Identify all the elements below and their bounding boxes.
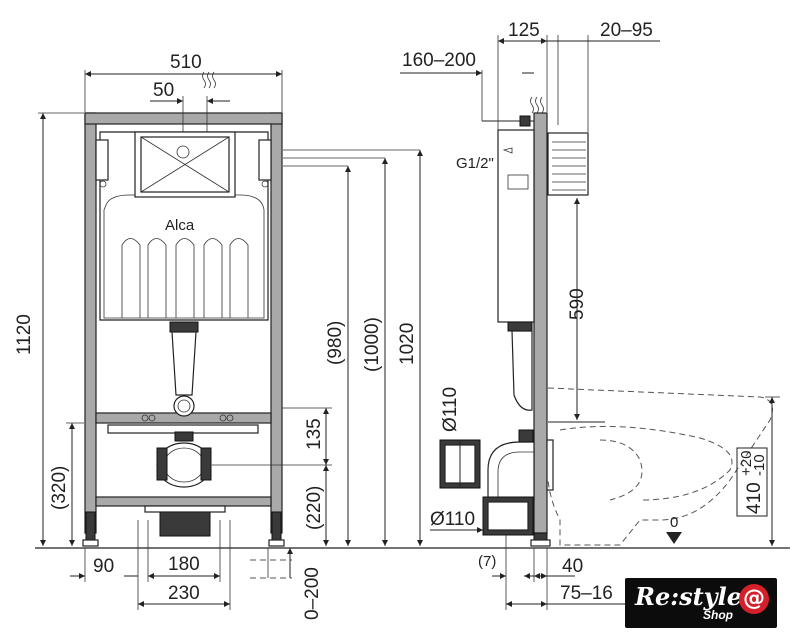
dim-dia-lower: Ø110: [430, 509, 475, 530]
dim-980: (980): [325, 321, 346, 365]
dim-125: 125: [508, 20, 540, 41]
dim-230: 230: [168, 583, 200, 604]
dim-7: (7): [478, 553, 496, 570]
dim-510: 510: [170, 52, 202, 73]
dim-410-tol-plus: +20: [738, 451, 755, 476]
pipe-ring: [173, 395, 195, 417]
left-foot: [82, 539, 99, 547]
dim-90: 90: [93, 556, 114, 577]
left-bracket: [95, 139, 109, 181]
dim-180: 180: [168, 554, 200, 575]
frame-bottom-bar: [95, 496, 272, 507]
frame-right-post: [270, 112, 283, 534]
front-view: Alca 510: [14, 52, 423, 620]
logo-subtext: Shop: [703, 608, 733, 622]
dim-410: 410: [744, 482, 765, 514]
side-view: G1/2" 125 20–95 160–200 590 Ø110: [400, 20, 780, 610]
logo-at-icon: @: [739, 584, 769, 614]
right-bracket: [258, 139, 272, 181]
wall-bracket: [547, 132, 589, 196]
right-foot: [268, 539, 285, 547]
dim-0-200: 0–200: [302, 567, 323, 620]
dim-20-95: 20–95: [600, 20, 653, 41]
left-leg: [85, 511, 96, 543]
logo-text: Re:style: [635, 582, 743, 611]
zero-mark: 0: [670, 514, 678, 531]
dim-590: 590: [567, 288, 588, 320]
frame-top-bar: [84, 112, 283, 125]
outlet-cap: [174, 431, 194, 442]
dim-1020: 1020: [397, 323, 418, 365]
dim-160-200: 160–200: [402, 50, 476, 71]
dim-50: 50: [153, 80, 174, 101]
dim-135: 135: [304, 418, 325, 450]
side-frame-post: [533, 112, 548, 534]
dim-dia-upper: Ø110: [440, 387, 461, 432]
dim-320: (320): [49, 466, 70, 510]
drain-pipe-top: [169, 321, 199, 333]
dim-75-16: 75–16: [560, 583, 613, 604]
drain-elbow: [487, 441, 535, 501]
right-leg: [271, 511, 282, 543]
brand-label: Alca: [165, 217, 195, 234]
drain-pipe: [171, 331, 197, 396]
dim-1000: (1000): [362, 317, 383, 372]
dim-220: (220): [304, 486, 325, 530]
dim-g12: G1/2": [456, 155, 494, 172]
side-cistern: [497, 129, 535, 323]
dim-410-tol-minus: -10: [751, 454, 768, 476]
restyle-shop-logo: Re:style @ Shop: [625, 578, 777, 628]
frame-left-post: [84, 112, 97, 534]
zero-marker: [666, 532, 682, 544]
dim-40: 40: [562, 556, 583, 577]
dim-1120: 1120: [14, 314, 35, 355]
